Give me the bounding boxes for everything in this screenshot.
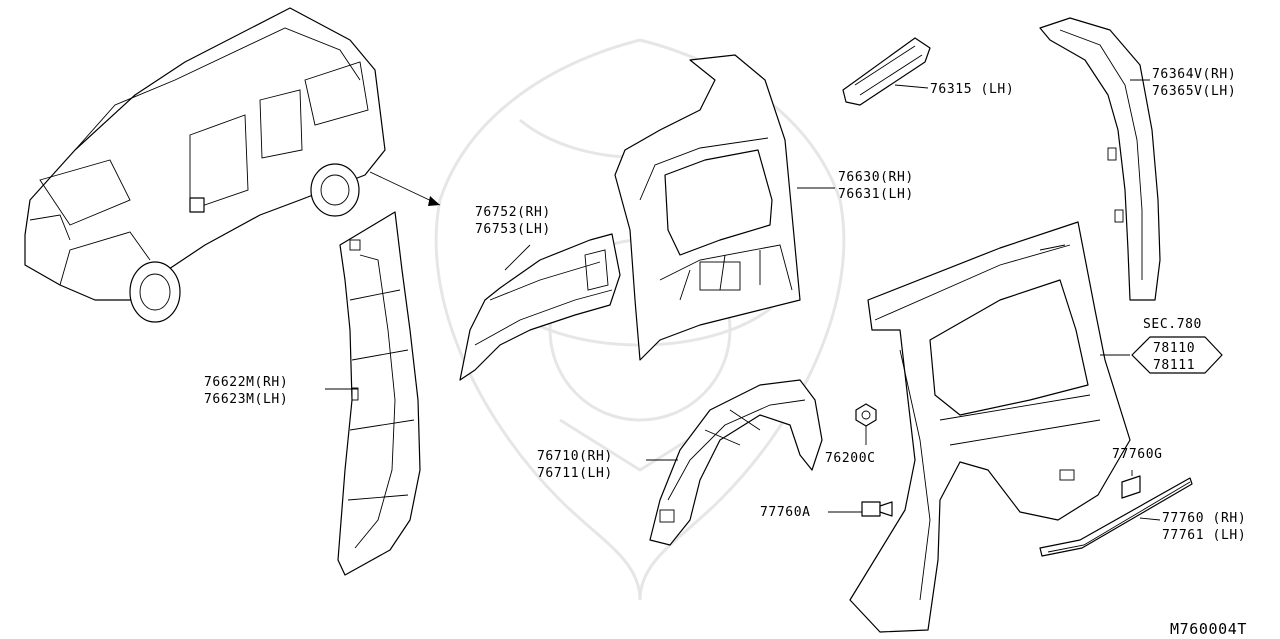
part-76622m-pillar	[337, 211, 421, 576]
label-78111: 78111	[1153, 358, 1195, 373]
part-77760a-screw	[861, 501, 893, 517]
label-76711: 76711(LH)	[537, 466, 613, 481]
van-overview	[24, 7, 441, 323]
label-76623m: 76623M(LH)	[204, 392, 288, 407]
part-77760g-clip	[1121, 475, 1141, 499]
part-77760-molding	[1039, 477, 1193, 557]
part-78110-outer-panel	[849, 221, 1131, 633]
leader-lines	[325, 79, 1161, 521]
label-76622m: 76622M(RH)	[204, 375, 288, 390]
label-76753: 76753(LH)	[475, 222, 551, 237]
label-77760: 77760 (RH)	[1162, 511, 1246, 526]
label-76710: 76710(RH)	[537, 449, 613, 464]
label-77760a: 77760A	[760, 505, 811, 520]
section-callout-hexagon	[1131, 336, 1223, 374]
label-sec-780: SEC.780	[1143, 317, 1202, 332]
diagram-code: M760004T	[1170, 620, 1247, 638]
part-76315-bracket	[842, 37, 931, 106]
part-76752-panel	[459, 233, 621, 381]
label-76630: 76630(RH)	[838, 170, 914, 185]
part-76710-wheelhouse	[649, 379, 823, 546]
label-76315: 76315 (LH)	[930, 82, 1014, 97]
label-76365v: 76365V(LH)	[1152, 84, 1236, 99]
label-76752: 76752(RH)	[475, 205, 551, 220]
label-77761: 77761 (LH)	[1162, 528, 1246, 543]
label-78110: 78110	[1153, 341, 1195, 356]
label-76364v: 76364V(RH)	[1152, 67, 1236, 82]
part-76630-inner-panel	[614, 54, 801, 361]
part-76364v-rail	[1039, 17, 1161, 301]
label-76200c: 76200C	[825, 451, 876, 466]
label-77760g: 77760G	[1112, 447, 1163, 462]
part-76200c-nut	[855, 403, 877, 427]
label-76631: 76631(LH)	[838, 187, 914, 202]
part-labels: 76315 (LH) 76364V(RH) 76365V(LH) 76630(R…	[204, 67, 1247, 638]
